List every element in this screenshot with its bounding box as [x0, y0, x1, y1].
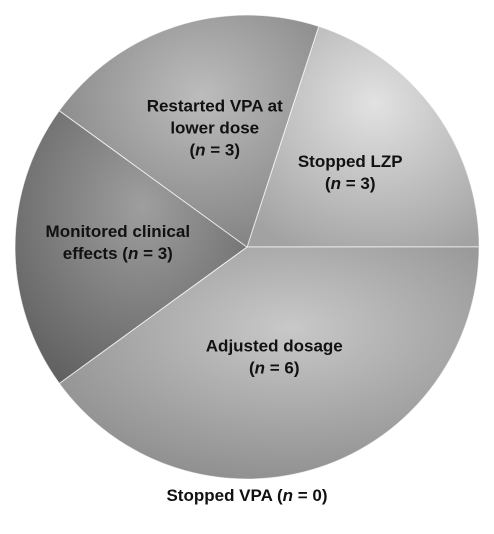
slice-label: Stopped LZP(n = 3) — [298, 152, 403, 193]
pie-slice-shading — [59, 247, 480, 479]
pie-slice-shading — [15, 110, 247, 384]
pie-slice-shading — [59, 15, 319, 247]
zero-category-note: Stopped VPA (n = 0) — [166, 486, 328, 505]
pie-slice-shading — [247, 26, 479, 247]
pie-labels: Stopped LZP(n = 3) Adjusted dosage(n = 6)… — [46, 96, 403, 377]
slice-label: Adjusted dosage(n = 6) — [206, 337, 343, 378]
pie-slices — [14, 14, 480, 480]
